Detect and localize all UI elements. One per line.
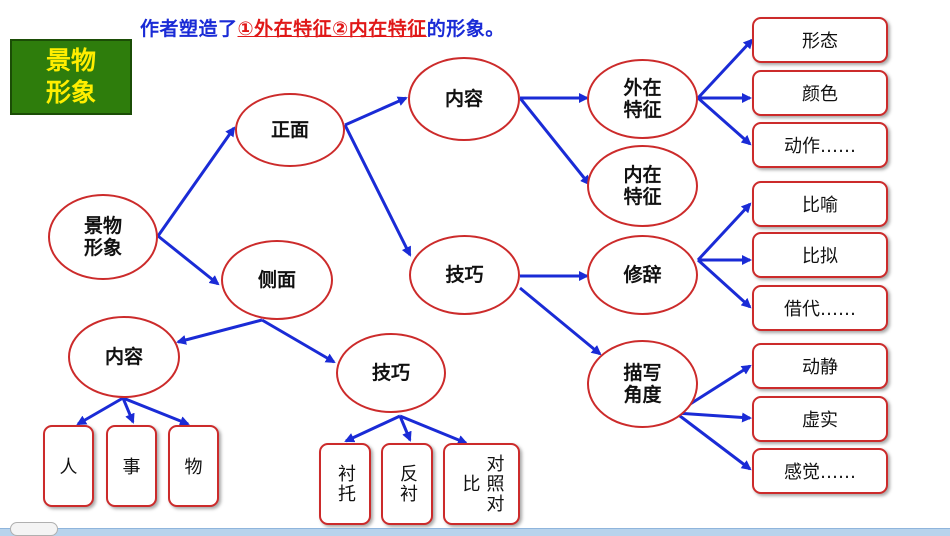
box-personification-label: 比拟 bbox=[802, 246, 838, 267]
node-rhetoric: 修辞 bbox=[587, 235, 698, 315]
box-contrast-foil: 反衬 bbox=[381, 443, 433, 525]
arrow-root-side bbox=[157, 234, 220, 286]
arrow-sidetech-box1 bbox=[344, 414, 401, 443]
box-personification: 比拟 bbox=[752, 232, 888, 278]
title-highlight: ①外在特征②内在特征 bbox=[237, 18, 427, 40]
node-front-technique: 技巧 bbox=[409, 235, 520, 315]
topic-badge: 景物 形象 bbox=[10, 39, 132, 115]
box-metonymy: 借代…… bbox=[752, 285, 888, 331]
arrow-sidecontent-box2 bbox=[121, 397, 135, 424]
box-real-imagined-label: 虚实 bbox=[802, 410, 838, 431]
arrow-angle-box3 bbox=[675, 411, 752, 471]
box-senses-label: 感觉…… bbox=[784, 462, 856, 483]
node-root: 景物形象 bbox=[48, 194, 158, 280]
box-action: 动作…… bbox=[752, 122, 888, 168]
node-side-content-label: 内容 bbox=[104, 346, 143, 368]
arrow-rhetoric-box1 bbox=[696, 202, 752, 262]
arrow-front-technique bbox=[343, 124, 412, 257]
box-senses: 感觉…… bbox=[752, 448, 888, 494]
node-front-content: 内容 bbox=[408, 57, 520, 141]
box-objects-label: 物 bbox=[184, 457, 203, 478]
arrow-outer-box3 bbox=[697, 96, 752, 146]
box-motion-stillness-label: 动静 bbox=[802, 357, 838, 378]
node-angle: 描写角度 bbox=[587, 340, 698, 428]
arrow-angle-box2 bbox=[675, 411, 752, 423]
node-side-technique: 技巧 bbox=[336, 333, 446, 413]
box-comparison: 对照对比 bbox=[443, 443, 520, 525]
node-side-label: 侧面 bbox=[257, 269, 296, 291]
node-rhetoric-label: 修辞 bbox=[623, 264, 662, 286]
box-metonymy-label: 借代…… bbox=[784, 299, 856, 320]
node-side: 侧面 bbox=[221, 240, 333, 320]
node-outer-line1: 外在 bbox=[623, 77, 662, 99]
node-side-content: 内容 bbox=[68, 316, 180, 398]
node-inner-line1: 内在 bbox=[623, 164, 662, 186]
arrow-technique-angle bbox=[519, 286, 602, 356]
box-motion-stillness: 动静 bbox=[752, 343, 888, 389]
box-people-label: 人 bbox=[59, 457, 78, 478]
box-form: 形态 bbox=[752, 17, 888, 63]
node-front-label: 正面 bbox=[270, 119, 309, 141]
box-action-label: 动作…… bbox=[784, 136, 856, 157]
arrow-root-front bbox=[156, 126, 236, 237]
arrow-side-content bbox=[176, 318, 263, 345]
arrow-content-inner bbox=[518, 97, 591, 186]
node-inner-line2: 特征 bbox=[623, 186, 662, 208]
node-inner-traits: 内在特征 bbox=[587, 145, 698, 227]
scroll-handle[interactable] bbox=[10, 522, 58, 536]
node-outer-line2: 特征 bbox=[623, 99, 662, 121]
box-metaphor: 比喻 bbox=[752, 181, 888, 227]
arrow-sidetech-box3 bbox=[399, 414, 468, 445]
node-outer-traits: 外在特征 bbox=[587, 59, 698, 139]
arrow-side-technique bbox=[261, 318, 336, 364]
box-contrast-foil-label: 反衬 bbox=[397, 464, 418, 504]
node-angle-line2: 角度 bbox=[623, 384, 662, 406]
box-color: 颜色 bbox=[752, 70, 888, 116]
node-root-line1: 景物 bbox=[83, 215, 122, 237]
node-front: 正面 bbox=[235, 93, 345, 167]
box-foil: 衬托 bbox=[319, 443, 371, 525]
title-suffix: 的形象。 bbox=[426, 18, 505, 40]
badge-line-2: 形象 bbox=[45, 78, 96, 107]
box-events: 事 bbox=[106, 425, 157, 507]
arrow-sidetech-box2 bbox=[398, 415, 412, 442]
bottom-status-bar bbox=[0, 528, 950, 536]
arrow-sidecontent-box3 bbox=[122, 396, 190, 426]
box-form-label: 形态 bbox=[802, 31, 838, 52]
node-angle-line1: 描写 bbox=[623, 362, 662, 384]
box-events-label: 事 bbox=[122, 457, 141, 478]
box-metaphor-label: 比喻 bbox=[802, 195, 838, 216]
box-color-label: 颜色 bbox=[802, 84, 838, 105]
title-prefix: 作者塑造了 bbox=[140, 18, 238, 40]
box-people: 人 bbox=[43, 425, 94, 507]
node-front-content-label: 内容 bbox=[444, 88, 483, 110]
arrow-sidecontent-box1 bbox=[76, 396, 124, 426]
node-front-technique-label: 技巧 bbox=[445, 264, 484, 286]
badge-line-1: 景物 bbox=[45, 46, 96, 75]
arrow-front-content bbox=[344, 96, 408, 127]
box-foil-label: 衬托 bbox=[335, 464, 356, 504]
node-side-technique-label: 技巧 bbox=[371, 362, 410, 384]
page-title: 作者塑造了①外在特征②内在特征的形象。 bbox=[140, 14, 505, 41]
node-root-line2: 形象 bbox=[83, 237, 122, 259]
box-comparison-label: 对照对比 bbox=[459, 454, 505, 514]
box-objects: 物 bbox=[168, 425, 219, 507]
arrow-rhetoric-box3 bbox=[696, 258, 752, 309]
box-real-imagined: 虚实 bbox=[752, 396, 888, 442]
arrow-outer-box1 bbox=[696, 38, 754, 100]
